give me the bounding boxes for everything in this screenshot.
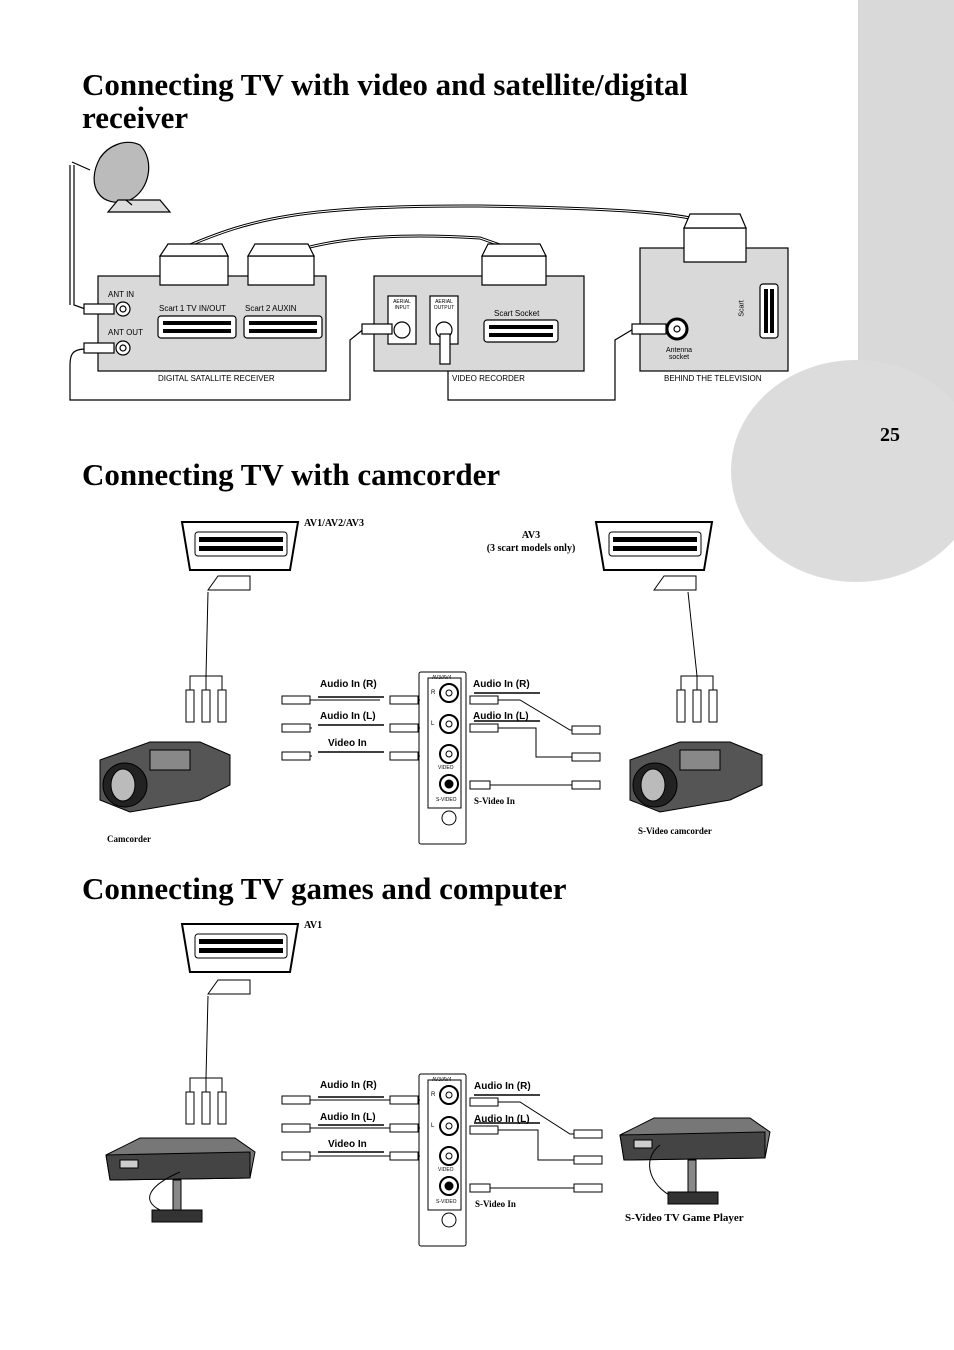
games-panel-video-label: VIDEO [438,1167,454,1173]
ant-in-label: ANT IN [108,290,135,299]
video-recorder-label: VIDEO RECORDER [452,374,525,383]
audio-r-right-label: Audio In (R) [473,679,530,690]
av-right-label-1: AV3 [521,530,541,541]
audio-l-left-label: Audio In (L) [320,711,376,722]
page-circle [731,360,954,582]
section2-title: Connecting TV with camcorder [82,457,501,492]
panel-r-label: R [431,690,436,696]
audio-r-left-label: Audio In (R) [320,679,377,690]
game-console-left-icon [105,1137,256,1223]
games-svideo-in-label: S-Video In [475,1199,516,1209]
svideo-in-label: S-Video In [474,796,515,806]
game-console-right-icon [619,1117,771,1205]
av-right-label-2: (3 scart models only) [486,543,576,554]
audio-l-right-label: Audio In (L) [473,711,529,722]
games-audio-l-left-label: Audio In (L) [320,1112,376,1123]
games-audio-r-left-label: Audio In (R) [320,1080,377,1091]
games-panel-top-label: AV3/AV4 [432,1077,452,1083]
page-number: 25 [880,424,900,446]
games-audio-r-right-label: Audio In (R) [474,1081,531,1092]
ant-out-label: ANT OUT [108,328,143,337]
section1-title: Connecting TV with video and satellite/d… [82,67,688,135]
games-panel-svideo-label: S-VIDEO [436,1199,457,1205]
section3-title: Connecting TV games and computer [82,871,567,906]
svideo-camcorder-label: S-Video camcorder [638,826,712,836]
video-in-label: Video In [328,738,367,749]
av-left-label: AV1/AV2/AV3 [304,518,365,529]
panel-top-label: AV3/AV4 [432,675,452,681]
side-tab [858,0,954,402]
games-panel-r-label: R [431,1092,436,1098]
camcorder-left-icon [99,741,231,813]
antenna-socket-label: Antenna socket [665,347,693,361]
scart-socket-label: Scart Socket [494,309,540,318]
receiver-label: DIGITAL SATALLITE RECEIVER [158,374,275,383]
aerial-input-label: AERIAL INPUT [393,299,411,311]
panel-video-label: VIDEO [438,765,454,771]
av1-label: AV1 [304,920,323,931]
behind-tv-label: BEHIND THE TELEVISION [664,374,762,383]
scart2-label: Scart 2 AUXIN [245,304,297,313]
satellite-dish-icon [71,141,172,213]
games-video-in-label: Video In [328,1139,367,1150]
camcorder-label: Camcorder [107,834,151,844]
panel-svideo-label: S-VIDEO [436,797,457,803]
game-player-label: S-Video TV Game Player [625,1212,744,1224]
games-panel-l-label: L [431,1123,435,1129]
scart1-label: Scart 1 TV IN/OUT [159,304,226,313]
panel-l-label: L [431,721,435,727]
camcorder-right-icon [629,741,763,813]
games-audio-l-right-label: Audio In (L) [474,1114,530,1125]
aerial-output-label: AERIAL OUTPUT [433,299,455,311]
